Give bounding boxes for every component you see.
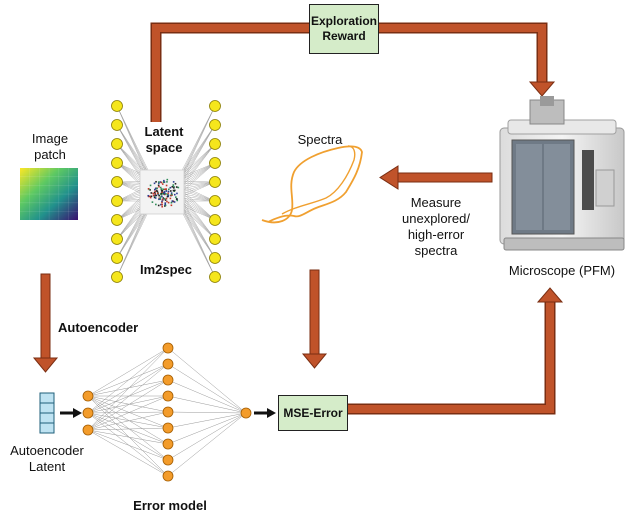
autoencoder-label: Autoencoder: [58, 320, 158, 336]
im2spec-input-node: [112, 272, 123, 283]
im2spec-input-node: [112, 177, 123, 188]
microscope-label: Microscope (PFM): [500, 263, 624, 279]
error-model-to-mse-arrow: [254, 408, 276, 418]
mse-to-microscope-arrow: [348, 288, 562, 409]
im2spec-output-node: [210, 139, 221, 150]
spectrum-curve: [262, 146, 362, 222]
mse-error-box: MSE-Error: [278, 395, 348, 431]
im2spec-input-node: [112, 120, 123, 131]
error-model-input-node: [83, 408, 93, 418]
im2spec-input-node: [112, 101, 123, 112]
latent-scatter-cloud-icon: [140, 170, 184, 214]
im2spec-input-node: [112, 139, 123, 150]
exploration-reward-line-2: Reward: [322, 29, 365, 44]
measure-line-4: spectra: [388, 243, 484, 259]
image-patch-label: Image patch: [22, 131, 78, 163]
exploration-reward-line-1: Exploration: [311, 14, 377, 29]
error-model-output-node: [241, 408, 251, 418]
image-patch-line-2: patch: [22, 147, 78, 163]
latent-space-line-1: Latent: [136, 124, 192, 140]
im2spec-output-node: [210, 177, 221, 188]
autoencoder-latent-vector-icon: [40, 393, 54, 433]
im2spec-label: Im2spec: [136, 262, 196, 278]
microscope-instrument-icon: [500, 96, 624, 250]
error-model-network: [83, 343, 251, 481]
im2spec-output-node: [210, 196, 221, 207]
measure-arrow: [380, 166, 492, 189]
error-model-hidden-node: [163, 391, 173, 401]
im2spec-output-node: [210, 272, 221, 283]
measure-line-3: high-error: [388, 227, 484, 243]
error-model-hidden-node: [163, 439, 173, 449]
im2spec-output-node: [210, 215, 221, 226]
error-model-input-node: [83, 425, 93, 435]
measure-label: Measure unexplored/ high-error spectra: [388, 195, 484, 259]
error-model-hidden-node: [163, 343, 173, 353]
error-model-hidden-node: [163, 407, 173, 417]
error-model-input-node: [83, 391, 93, 401]
im2spec-output-node: [210, 120, 221, 131]
image-patch-line-1: Image: [22, 131, 78, 147]
autoencoder-arrow: [34, 274, 57, 372]
spectra-to-mse-arrow: [303, 270, 326, 368]
error-model-hidden-node: [163, 375, 173, 385]
measure-line-2: unexplored/: [388, 211, 484, 227]
latent-to-error-model-arrow: [60, 408, 82, 418]
error-model-hidden-node: [163, 423, 173, 433]
im2spec-output-node: [210, 253, 221, 264]
error-model-hidden-node: [163, 455, 173, 465]
im2spec-input-node: [112, 253, 123, 264]
im2spec-output-node: [210, 158, 221, 169]
error-model-hidden-node: [163, 471, 173, 481]
im2spec-input-node: [112, 234, 123, 245]
spectra-label: Spectra: [290, 132, 350, 148]
im2spec-output-node: [210, 101, 221, 112]
error-model-hidden-node: [163, 359, 173, 369]
image-patch-heatmap-icon: [20, 168, 78, 220]
latent-space-label: Latent space: [136, 124, 192, 156]
measure-line-1: Measure: [388, 195, 484, 211]
im2spec-output-node: [210, 234, 221, 245]
im2spec-input-node: [112, 215, 123, 226]
exploration-reward-box: Exploration Reward: [309, 4, 379, 54]
latent-space-line-2: space: [136, 140, 192, 156]
autoencoder-latent-line-2: Latent: [0, 459, 94, 475]
im2spec-input-node: [112, 158, 123, 169]
autoencoder-latent-label: Autoencoder Latent: [0, 443, 94, 475]
autoencoder-latent-line-1: Autoencoder: [0, 443, 94, 459]
im2spec-input-node: [112, 196, 123, 207]
